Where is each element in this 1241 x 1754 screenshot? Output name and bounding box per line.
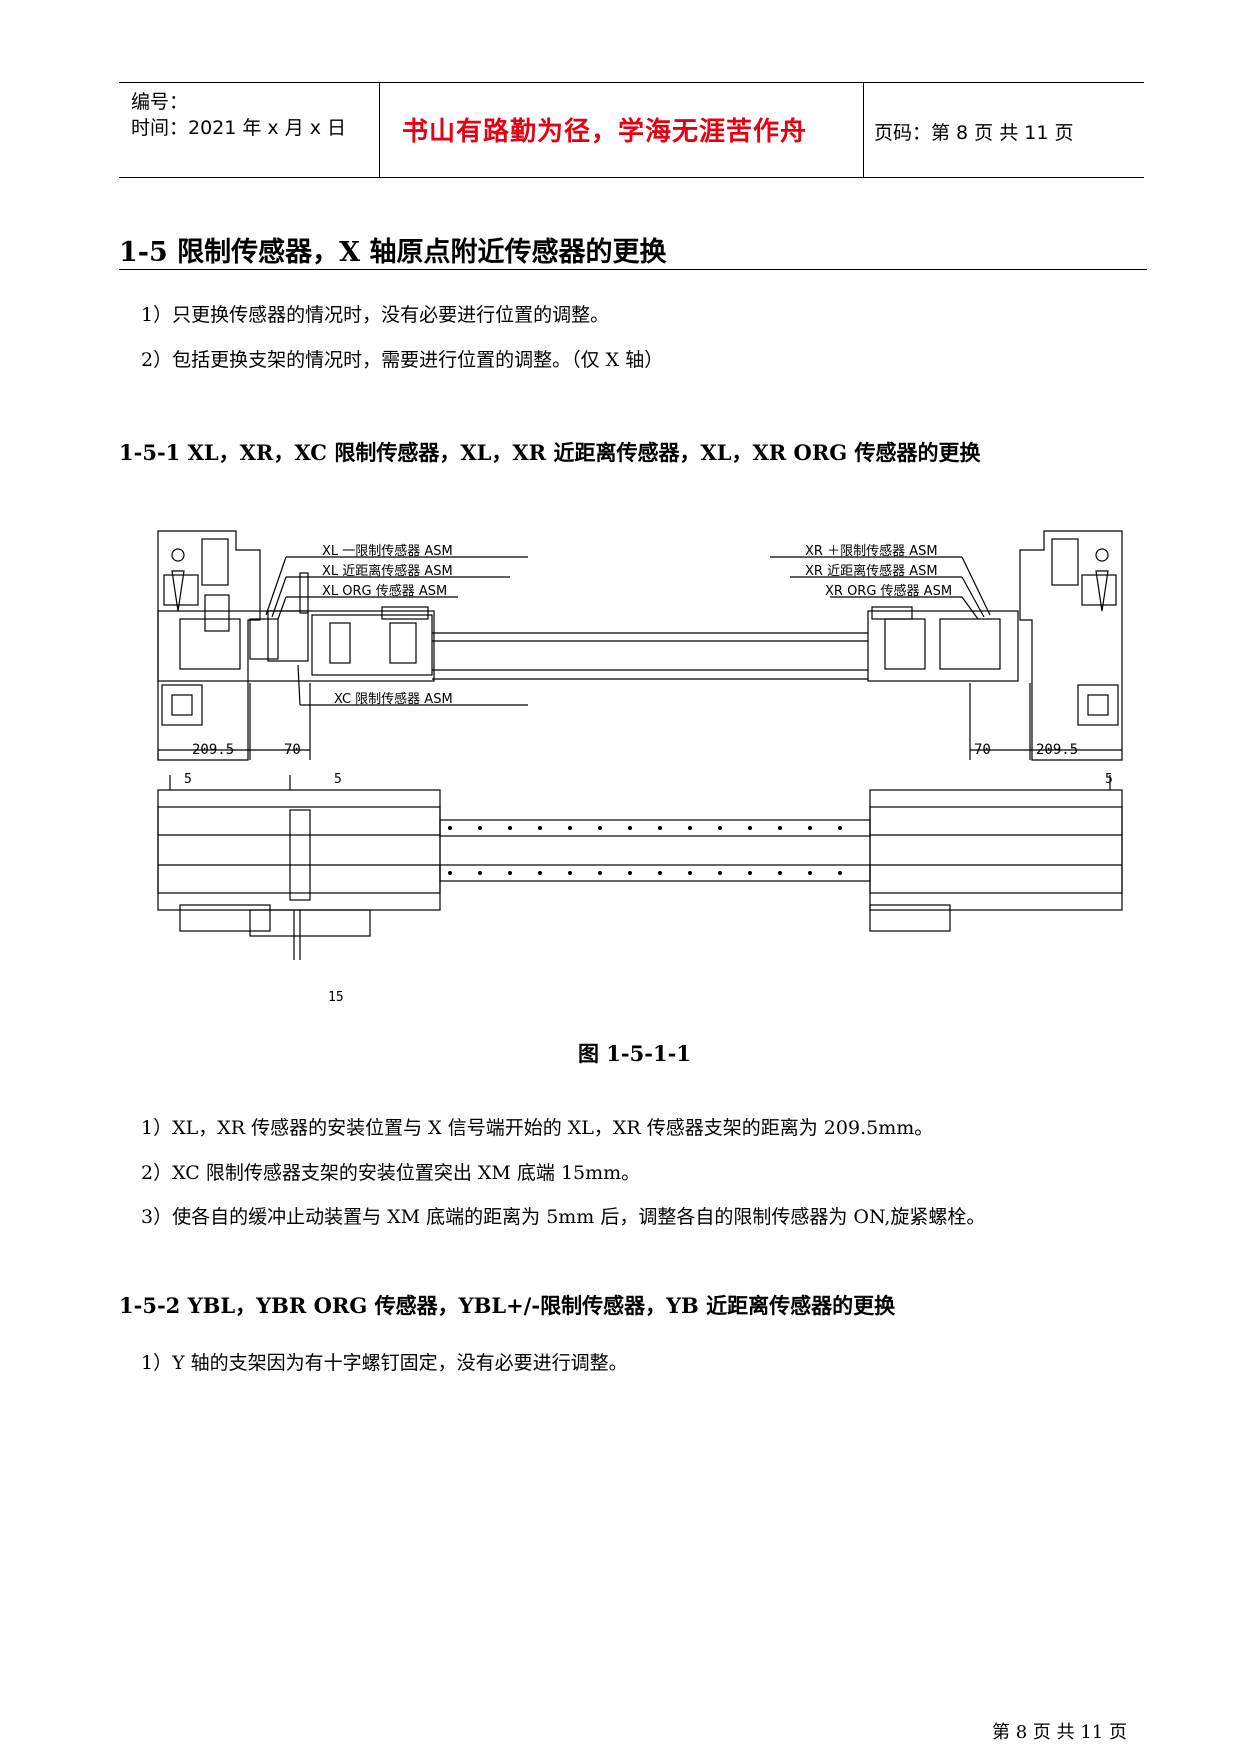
dim-right-209: 209.5 <box>1036 742 1079 758</box>
header-motto-cell: 书山有路勤为径，学海无涯苦作舟 <box>380 83 864 177</box>
section-rule <box>119 269 1147 270</box>
dim-5-center: 5 <box>334 772 342 787</box>
label-xl-limit: XL 一限制传感器 ASM <box>322 544 453 559</box>
doc-number: 编号： <box>131 91 189 113</box>
left-carriage <box>157 610 435 682</box>
label-xr-limit: XR ＋限制传感器 ASM <box>805 544 938 559</box>
right-base <box>869 789 1123 911</box>
page-indicator: 页码：第 8 页 共 11 页 <box>874 122 1074 144</box>
motto: 书山有路勤为径，学海无涯苦作舟 <box>402 117 808 147</box>
technical-drawing <box>157 530 1123 960</box>
dim-right-70: 70 <box>974 742 991 758</box>
dim-left-70: 70 <box>284 742 301 758</box>
dim-5-left: 5 <box>184 772 192 787</box>
note-3: 3）使各自的缓冲止动装置与 XM 底端的距离为 5mm 后，调整各自的限制传感器… <box>141 1206 986 1228</box>
subsection-2-item-1: 1）Y 轴的支架因为有十字螺钉固定，没有必要进行调整。 <box>141 1352 628 1374</box>
right-end-block <box>1019 530 1123 761</box>
figure-caption: 图 1-5-1-1 <box>578 1041 691 1066</box>
label-xr-org: XR ORG 传感器 ASM <box>825 584 953 599</box>
label-xr-proximity: XR 近距离传感器 ASM <box>805 564 938 579</box>
doc-time: 时间：2021 年 x 月 x 日 <box>131 117 347 139</box>
section-item-2: 2）包括更换支架的情况时，需要进行位置的调整。（仅 X 轴） <box>141 349 664 371</box>
page-footer: 第 8 页 共 11 页 <box>992 1722 1127 1743</box>
dim-15: 15 <box>328 990 344 1005</box>
page-header: 编号： 时间：2021 年 x 月 x 日 书山有路勤为径，学海无涯苦作舟 页码… <box>119 82 1144 178</box>
note-1: 1）XL，XR 传感器的安装位置与 X 信号端开始的 XL，XR 传感器支架的距… <box>141 1117 934 1139</box>
header-info-cell: 编号： 时间：2021 年 x 月 x 日 <box>119 83 380 177</box>
note-2: 2）XC 限制传感器支架的安装位置突出 XM 底端 15mm。 <box>141 1162 641 1184</box>
section-item-1: 1）只更换传感器的情况时，没有必要进行位置的调整。 <box>141 304 610 326</box>
left-end-block <box>157 530 261 761</box>
subsection-1-title: 1-5-1 XL，XR，XC 限制传感器，XL，XR 近距离传感器，XL，XR … <box>119 440 981 465</box>
section-title: 1-5 限制传感器，X 轴原点附近传感器的更换 <box>119 237 667 268</box>
label-xc-limit: XC 限制传感器 ASM <box>334 692 453 707</box>
dim-5-right: 5 <box>1105 772 1113 787</box>
header-page-cell: 页码：第 8 页 共 11 页 <box>864 83 1144 177</box>
subsection-2-title: 1-5-2 YBL，YBR ORG 传感器，YBL+/-限制传感器，YB 近距离… <box>119 1293 896 1318</box>
label-xl-org: XL ORG 传感器 ASM <box>322 584 448 599</box>
rail-holes-lower <box>448 871 842 875</box>
right-carriage <box>867 610 1019 682</box>
dim-left-209: 209.5 <box>192 742 235 758</box>
left-base <box>157 789 441 911</box>
label-xl-proximity: XL 近距离传感器 ASM <box>322 564 453 579</box>
rail-holes-upper <box>448 826 842 830</box>
